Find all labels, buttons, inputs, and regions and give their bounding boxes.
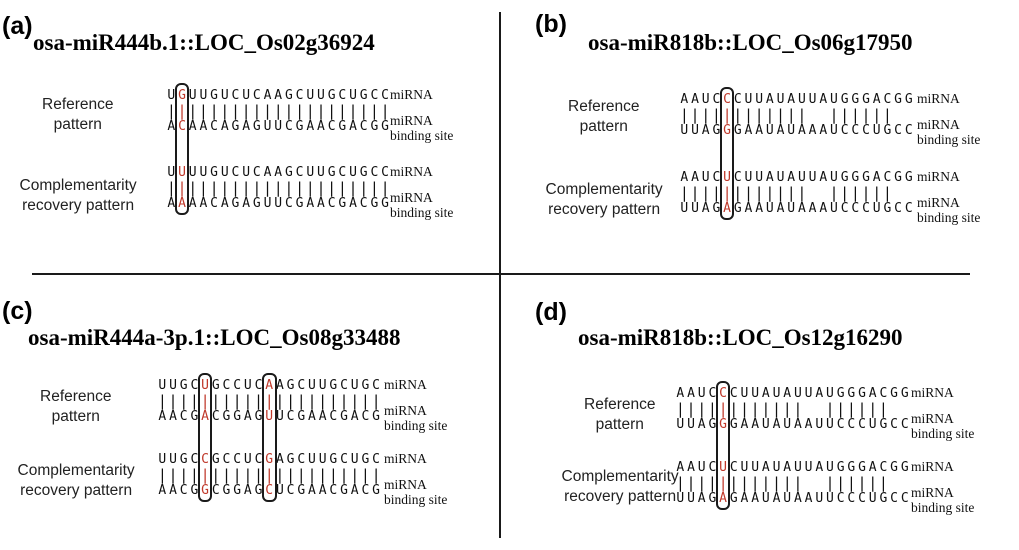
- panel-title: osa-miR444a-3p.1::LOC_Os08g33488: [28, 325, 401, 350]
- mirna-annotation: miRNA: [917, 169, 960, 184]
- base-pairing-lines: |||||||||||||||||||||: [157, 392, 381, 410]
- panel-label: (c): [2, 297, 33, 325]
- mirna-annotation: miRNA: [911, 385, 954, 400]
- mirna-annotation: miRNA: [390, 164, 433, 179]
- mismatch-highlight-box: [174, 83, 190, 215]
- mirna-annotation: miRNA: [390, 87, 433, 102]
- base-pairing-lines: |||||||||||| ||||||: [675, 474, 888, 492]
- mismatch-highlight-box: [262, 373, 277, 502]
- panel-label: (d): [535, 298, 567, 326]
- mirna-annotation: miRNA: [384, 377, 427, 392]
- panel-title: osa-miR444b.1::LOC_Os02g36924: [33, 30, 375, 55]
- base-pairing-lines: |||||||||||||||||||||: [166, 179, 390, 197]
- panel-title: osa-miR818b::LOC_Os06g17950: [588, 30, 913, 55]
- base-pairing-lines: |||||||||||||||||||||: [166, 102, 390, 120]
- mismatch-highlight-box: [197, 373, 213, 502]
- mismatch-highlight-box: [715, 381, 731, 510]
- mismatch-highlight-box: [719, 87, 735, 220]
- horizontal-divider: [32, 273, 970, 275]
- mirna-annotation: miRNA: [917, 91, 960, 106]
- base-pairing-lines: |||||||||||| ||||||: [679, 106, 892, 124]
- panel-title: osa-miR818b::LOC_Os12g16290: [578, 325, 903, 350]
- mirna-annotation: miRNA: [911, 459, 954, 474]
- base-pairing-lines: |||||||||||| ||||||: [679, 184, 892, 202]
- base-pairing-lines: |||||||||||| ||||||: [675, 400, 888, 418]
- panel-label: (b): [535, 10, 567, 38]
- panel-label: (a): [2, 12, 33, 40]
- base-pairing-lines: |||||||||||||||||||||: [157, 466, 381, 484]
- mirna-annotation: miRNA: [384, 451, 427, 466]
- vertical-divider: [499, 12, 501, 538]
